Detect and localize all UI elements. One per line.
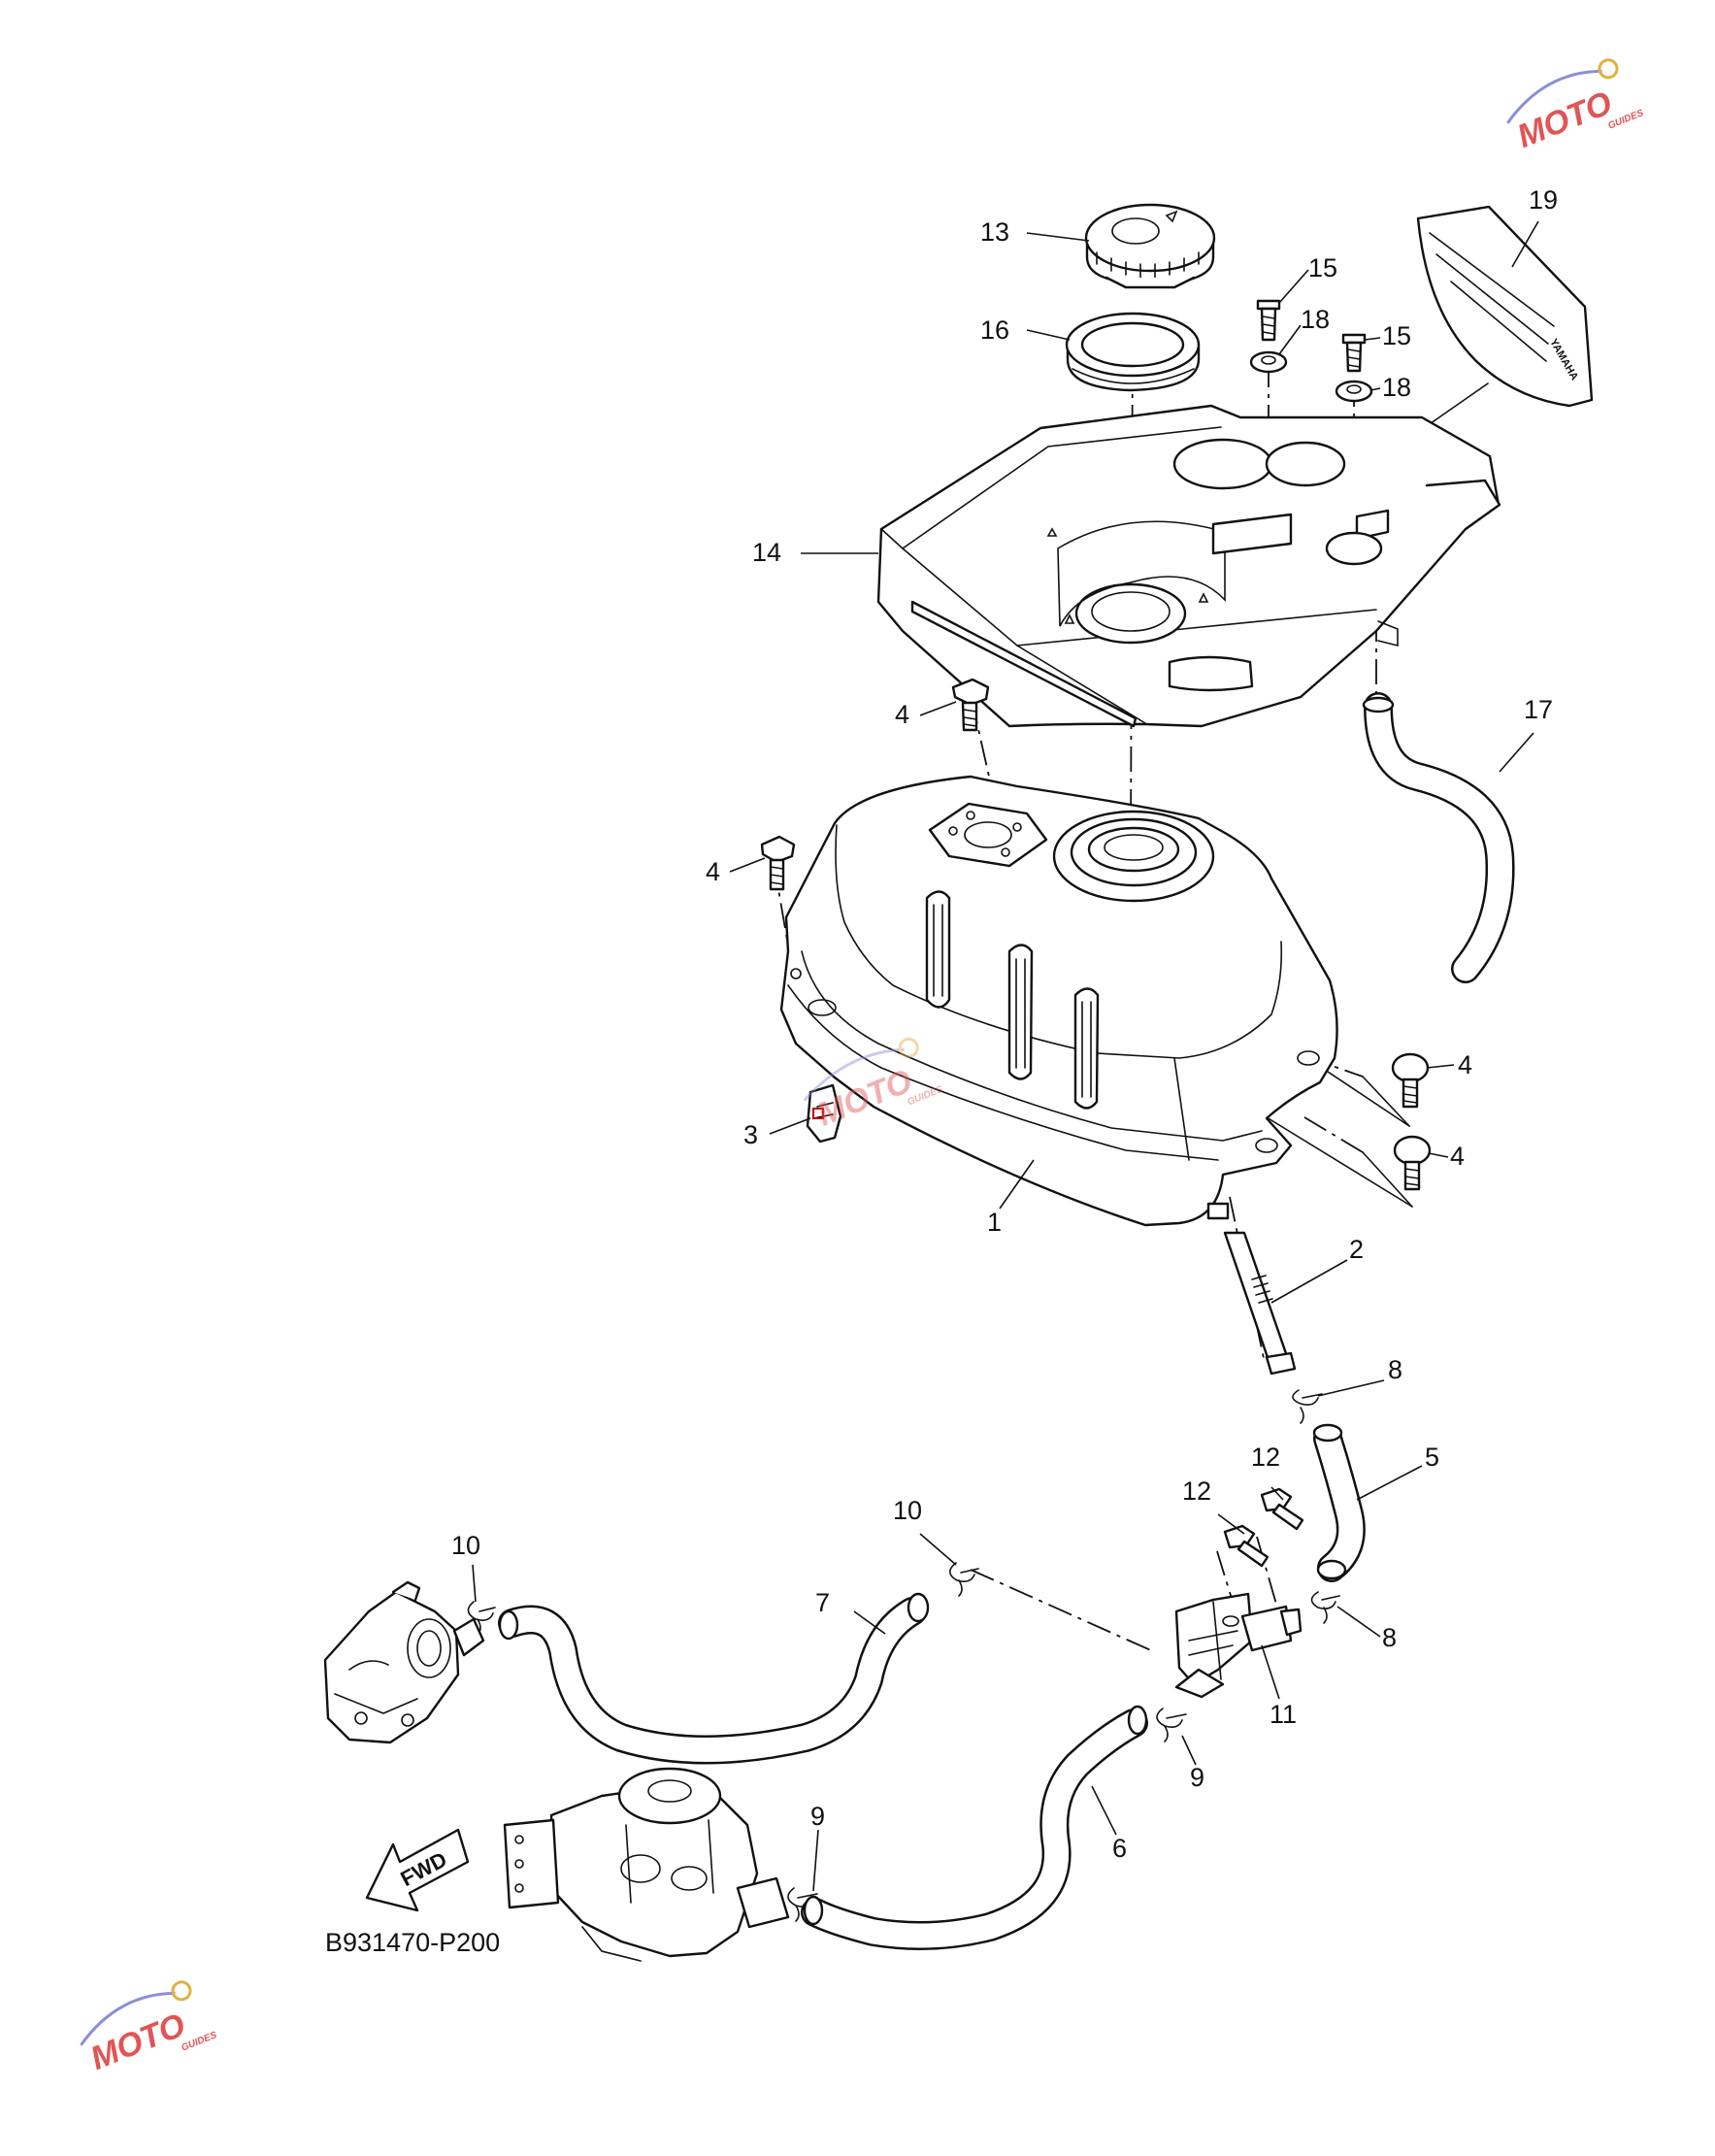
callout-9-upper: 9 — [1190, 1763, 1204, 1792]
callout-4-right-b: 4 — [1450, 1142, 1465, 1171]
callout-13: 13 — [980, 217, 1009, 247]
part-10-hose-clip-mid — [948, 1562, 979, 1597]
fwd-direction-arrow: FWD — [365, 1828, 470, 1912]
part-4-bolt-right-a — [1391, 1052, 1430, 1109]
callout-15-b: 15 — [1382, 321, 1411, 350]
part-18-washer-b — [1335, 380, 1373, 403]
callout-16: 16 — [980, 315, 1009, 345]
callout-numbers: 13 16 15 18 15 18 19 14 4 17 4 4 4 3 1 2… — [451, 185, 1558, 1863]
callout-11: 11 — [1270, 1700, 1297, 1729]
part-13-fuel-cap — [1084, 203, 1216, 289]
part-4-bolt-top — [951, 678, 990, 732]
callout-12-b: 12 — [1182, 1476, 1211, 1506]
watermark-bottom-left-text: MOTO — [85, 2007, 190, 2077]
reference-carburetor — [503, 1767, 790, 1962]
part-17-breather-hose — [1362, 692, 1515, 983]
callout-18-a: 18 — [1301, 305, 1330, 334]
callout-4-top: 4 — [895, 700, 909, 729]
part-15-bolt-b — [1341, 333, 1367, 373]
part-14-tank-cover — [876, 404, 1501, 728]
part-4-bolt-right-b — [1393, 1135, 1432, 1191]
part-6-carb-hose — [801, 1705, 1148, 1950]
callout-15-a: 15 — [1308, 253, 1337, 282]
part-11-fuel-cock — [1174, 1592, 1303, 1699]
part-16-cap-gasket — [1065, 312, 1201, 392]
part-3-clip — [806, 1083, 842, 1144]
callout-4-left: 4 — [706, 857, 720, 886]
callout-10-mid: 10 — [893, 1496, 922, 1525]
part-8-hose-clip-top — [1292, 1389, 1323, 1424]
part-12-bolt-a — [1260, 1487, 1304, 1531]
part-2-outlet-pipe — [1223, 1231, 1297, 1376]
callout-4-right-a: 4 — [1458, 1050, 1472, 1079]
callout-18-b: 18 — [1382, 373, 1411, 402]
reference-intake-manifold — [323, 1580, 485, 1744]
part-8-hose-clip-bottom — [1310, 1591, 1340, 1624]
callout-10-left: 10 — [451, 1531, 480, 1560]
callout-2: 2 — [1349, 1235, 1364, 1264]
watermark-bottom-left: MOTO GUIDES — [80, 1980, 218, 2077]
callout-6: 6 — [1112, 1834, 1127, 1863]
callout-1: 1 — [987, 1208, 1002, 1237]
callout-3: 3 — [743, 1120, 758, 1149]
callout-14: 14 — [752, 538, 781, 567]
watermark-top-right: MOTO GUIDES — [1506, 58, 1645, 155]
callout-5: 5 — [1425, 1443, 1439, 1472]
drawing-code: B931470-P200 — [325, 1928, 500, 1957]
part-18-washer-a — [1249, 350, 1288, 374]
part-19-caution-label: YAMAHA — [1416, 205, 1594, 408]
part-12-bolt-b — [1223, 1524, 1270, 1568]
callout-8-bottom: 8 — [1382, 1623, 1397, 1652]
part-15-bolt-a — [1256, 299, 1281, 342]
part-5-fuel-hose — [1312, 1423, 1366, 1582]
callout-19: 19 — [1529, 185, 1558, 215]
watermark-top-right-text: MOTO — [1512, 84, 1617, 155]
callout-8-top: 8 — [1388, 1355, 1402, 1384]
callout-9-lower: 9 — [810, 1802, 825, 1831]
part-9-hose-clip-upper — [1156, 1708, 1187, 1742]
part-7-long-hose — [498, 1592, 930, 1765]
callout-7: 7 — [815, 1588, 830, 1617]
leader-lines — [472, 220, 1539, 1892]
part-4-bolt-left — [760, 835, 796, 891]
part-1-fuel-tank — [779, 775, 1338, 1227]
callout-12-a: 12 — [1251, 1443, 1280, 1472]
callout-17: 17 — [1524, 695, 1553, 724]
